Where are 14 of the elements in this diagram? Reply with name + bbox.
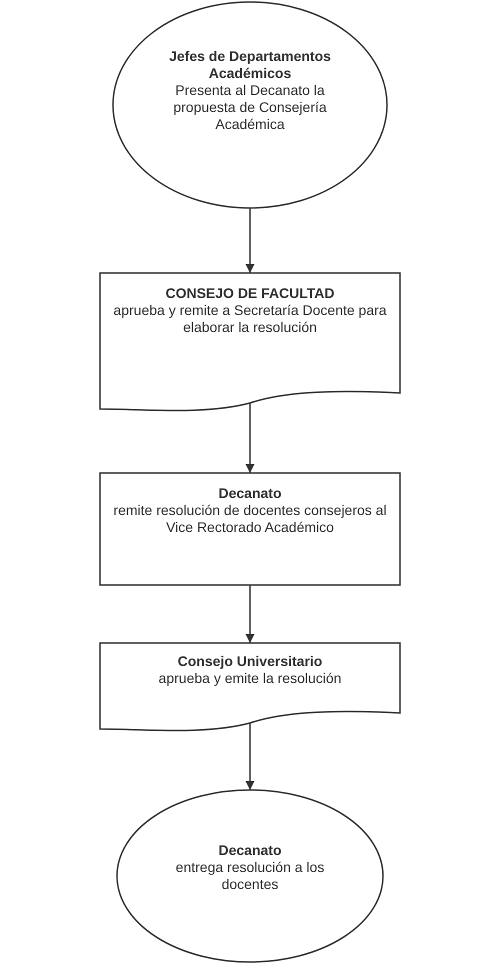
node-heading: Decanato <box>218 842 282 859</box>
arrow <box>246 403 254 473</box>
node-heading: Consejo Universitario <box>178 653 322 670</box>
arrow <box>246 208 254 273</box>
node-description: entrega resolución a los docentes <box>174 859 326 893</box>
node-heading: CONSEJO DE FACULTAD <box>165 285 335 302</box>
node-heading: Decanato <box>218 485 282 502</box>
node-description: aprueba y remite a Secretaría Docente para elaborar la resolución <box>112 302 388 336</box>
node-description: remite resolución de docentes consejeros al Vice Rectorado Académico <box>112 502 388 536</box>
node-heading: Jefes de Departamentos Académicos <box>168 48 332 82</box>
arrow <box>246 585 254 643</box>
node-description: Presenta al Decanato la propuesta de Consejería Académica <box>172 82 328 133</box>
arrow <box>246 723 254 790</box>
node-description: aprueba y emite la resolución <box>158 670 342 687</box>
